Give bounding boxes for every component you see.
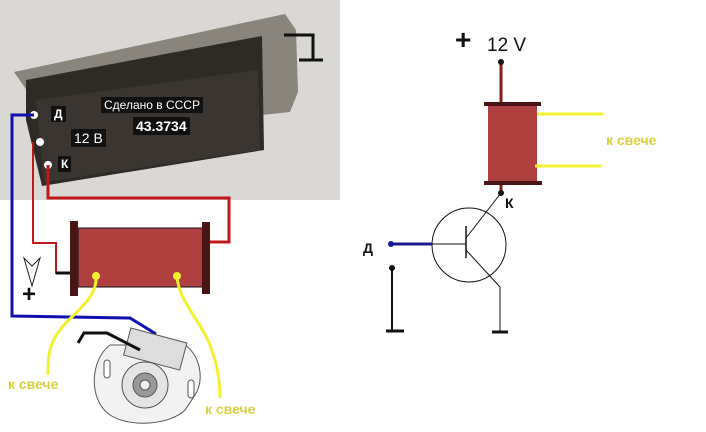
wire-blue-d: [10, 113, 157, 336]
schematic-coil-top: [484, 102, 541, 106]
transistor-icon: [431, 192, 507, 332]
made-in-ussr-label: Сделано в СССР: [101, 97, 203, 113]
coil-end-right: [202, 222, 210, 294]
terminal-12v: [36, 138, 44, 146]
plus-label: +: [22, 281, 37, 308]
schematic-coil-body: [488, 105, 537, 182]
ground-icon: [284, 33, 323, 62]
wire-ground-distributor: [76, 331, 141, 352]
supply-node: [498, 59, 504, 65]
terminal-d-label: Д: [51, 106, 66, 122]
distributor-sketch: [93, 327, 201, 424]
voltage-tag: 12 В: [71, 129, 106, 147]
schematic-spark-label: к свече: [606, 132, 657, 148]
spark-plug-label-left: к свече: [8, 376, 59, 392]
part-number-label: 43.3734: [133, 117, 190, 135]
spark-plug-label-right: к свече: [205, 401, 256, 417]
arrow-down-icon: [22, 256, 42, 288]
wire-yellow-right: [175, 275, 222, 399]
terminal-k-label: К: [58, 156, 72, 172]
input-node: [388, 241, 394, 247]
collector-label: К: [505, 195, 514, 211]
coil-end-left: [70, 221, 78, 296]
input-d-label: Д: [363, 240, 373, 256]
wire-red-k: [46, 165, 231, 244]
schematic-coil-bottom: [484, 181, 542, 185]
supply-voltage-label: 12 V: [487, 35, 527, 56]
schematic-plus: +: [455, 24, 472, 55]
wire-yellow-left: [46, 275, 98, 376]
module-flange: [14, 14, 298, 115]
